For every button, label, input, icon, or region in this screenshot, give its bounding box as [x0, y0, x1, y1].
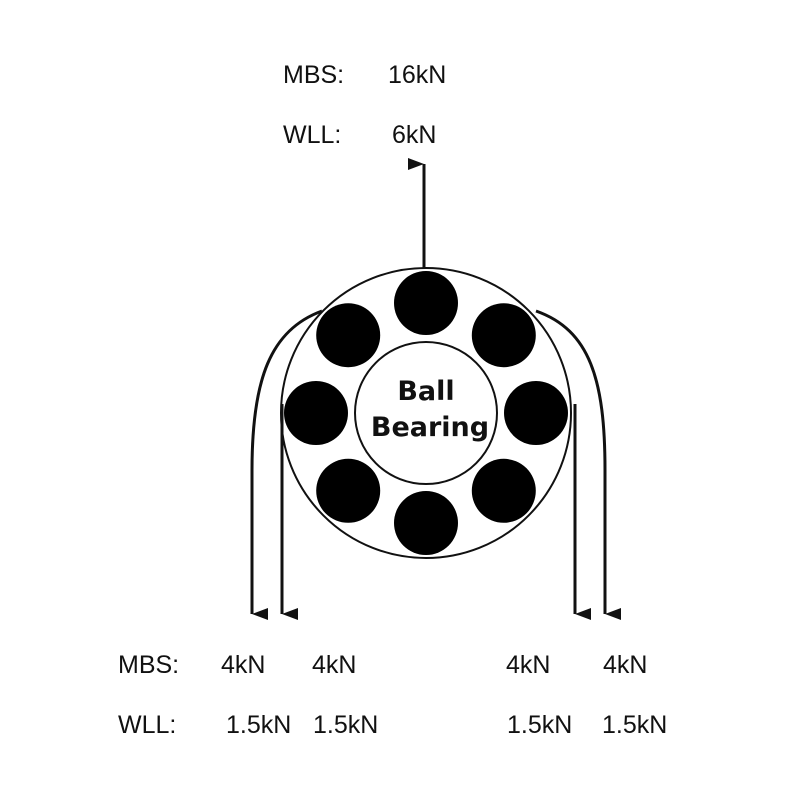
bottom-mbs-label: MBS: — [118, 651, 179, 679]
bearing-inner-ring — [354, 341, 498, 485]
bearing-ball — [316, 458, 381, 523]
leg-2-mbs: 4kN — [312, 651, 356, 679]
leg-3-mbs: 4kN — [506, 651, 550, 679]
top-wll-value: 6kN — [392, 121, 436, 149]
left-outer-sling — [250, 309, 323, 620]
bearing-ball — [394, 271, 458, 335]
leg-2-wll: 1.5kN — [313, 711, 378, 739]
top-mbs-label: MBS: — [283, 61, 344, 89]
leg-1-mbs: 4kN — [221, 651, 265, 679]
leg-4-wll: 1.5kN — [602, 711, 667, 739]
bearing-ball — [471, 303, 536, 368]
bearing-ball — [504, 381, 568, 445]
bearing-label-line2: Bearing — [371, 412, 489, 443]
bottom-wll-label: WLL: — [118, 711, 176, 739]
bearing-ball — [316, 303, 381, 368]
leg-3-wll: 1.5kN — [507, 711, 572, 739]
top-mbs-value: 16kN — [388, 61, 446, 89]
bearing-balls — [284, 271, 568, 555]
bearing-ball — [284, 381, 348, 445]
bearing-ball — [394, 491, 458, 555]
bearing-label-line1: Ball — [397, 376, 454, 407]
leg-1-wll: 1.5kN — [226, 711, 291, 739]
leg-4-mbs: 4kN — [603, 651, 647, 679]
bearing-ball — [471, 458, 536, 523]
top-wll-label: WLL: — [283, 121, 341, 149]
right-outer-sling — [535, 309, 621, 620]
